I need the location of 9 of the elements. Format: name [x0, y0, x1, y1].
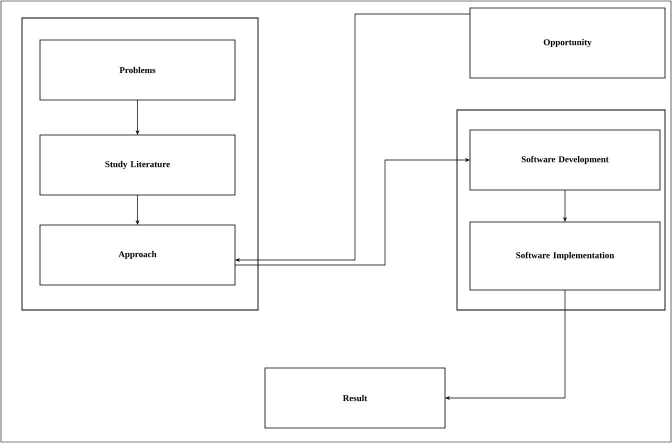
group-box: [456, 110, 666, 310]
process-box: Software Implementation: [470, 222, 660, 290]
process-box: Software Development: [470, 130, 660, 190]
process-box: Study Literature: [40, 134, 236, 196]
process-box: Problems: [40, 40, 236, 100]
process-box: Approach: [40, 224, 236, 286]
process-box: Result: [264, 368, 446, 428]
group-box: [22, 18, 258, 310]
process-box: Opportunity: [470, 8, 666, 78]
